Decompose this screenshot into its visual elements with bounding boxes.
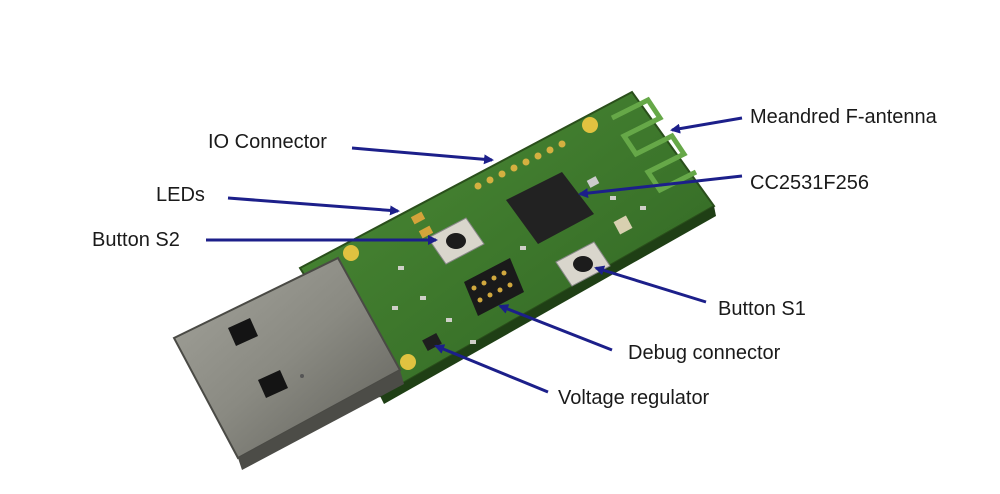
label-leds: LEDs bbox=[156, 184, 205, 206]
meander-antenna bbox=[610, 96, 698, 194]
label-mcu: CC2531F256 bbox=[750, 172, 869, 194]
button-s2-cap bbox=[446, 233, 466, 249]
label-io-connector: IO Connector bbox=[208, 131, 327, 153]
arrow-voltage-regulator bbox=[434, 344, 549, 394]
pcb-board bbox=[298, 90, 716, 404]
arrow-debug-connector bbox=[498, 304, 613, 352]
arrow-button-s1 bbox=[594, 265, 707, 304]
arrow-leds bbox=[227, 196, 400, 216]
mcu-chip bbox=[506, 172, 594, 244]
component bbox=[586, 176, 600, 188]
label-debug-connector: Debug connector bbox=[628, 342, 781, 364]
mounting-hole bbox=[343, 245, 359, 261]
led-component bbox=[418, 225, 434, 239]
debug-connector-header bbox=[464, 258, 524, 316]
led-component bbox=[410, 211, 426, 225]
io-connector-pads bbox=[474, 140, 566, 190]
label-voltage-regulator: Voltage regulator bbox=[558, 387, 710, 409]
annotation-arrows bbox=[206, 116, 743, 394]
arrow-mcu bbox=[578, 174, 743, 199]
usb-plug-window bbox=[228, 318, 258, 346]
button-s1-cap bbox=[573, 256, 593, 272]
smd-components bbox=[392, 196, 646, 344]
arrow-antenna bbox=[670, 116, 743, 134]
mounting-hole bbox=[400, 354, 416, 370]
mounting-hole bbox=[582, 117, 598, 133]
label-button-s1: Button S1 bbox=[718, 298, 806, 320]
arrow-io-connector bbox=[351, 146, 494, 165]
label-antenna: Meandred F-antenna bbox=[750, 106, 937, 128]
voltage-regulator-chip bbox=[422, 332, 442, 352]
component bbox=[613, 215, 633, 235]
usb-plug-window bbox=[258, 370, 288, 398]
label-button-s2: Button S2 bbox=[92, 229, 180, 251]
usb-plug bbox=[172, 256, 404, 470]
